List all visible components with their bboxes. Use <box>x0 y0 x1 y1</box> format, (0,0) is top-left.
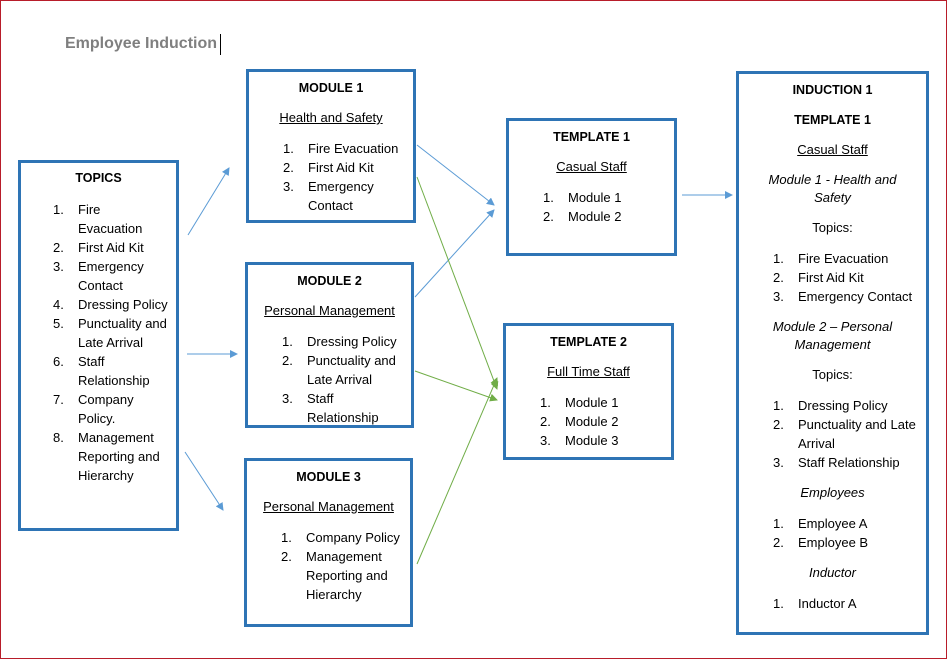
list-item: 1.Dressing Policy <box>282 334 397 349</box>
module2-subtitle: Personal Management <box>264 303 395 318</box>
list-item: 1.Fire Evacuation <box>773 251 889 266</box>
template2-list: 1.Module 1 2.Module 2 3.Module 3 <box>540 393 665 450</box>
arrow-topics-to-module1 <box>187 167 230 236</box>
arrow-module2-to-template1 <box>414 209 495 298</box>
list-item: 1.Fire Evacuation <box>53 202 143 236</box>
induction1-inductors-list: 1.Inductor A <box>773 594 918 613</box>
induction1-module1-list: 1.Fire Evacuation 2.First Aid Kit 3.Emer… <box>773 249 918 306</box>
module3-subtitle: Personal Management <box>263 499 394 514</box>
module1-subtitle: Health and Safety <box>279 110 383 125</box>
list-item: 3.Staff Relationship <box>282 391 379 425</box>
topics-list: 1.Fire Evacuation 2.First Aid Kit 3.Emer… <box>53 200 168 485</box>
list-item: 2.Module 2 <box>543 209 622 224</box>
list-item: 1.Fire Evacuation <box>283 141 399 156</box>
document-title: Employee Induction <box>65 35 218 52</box>
list-item: 6.Staff Relationship <box>53 354 150 388</box>
template1-box: TEMPLATE 1 Casual Staff 1.Module 1 2.Mod… <box>506 118 677 256</box>
list-item: 3.Emergency Contact <box>283 179 374 213</box>
induction1-employees-list: 1.Employee A 2.Employee B <box>773 514 918 552</box>
induction1-box: INDUCTION 1 TEMPLATE 1 Casual Staff Modu… <box>736 71 929 635</box>
template1-list: 1.Module 1 2.Module 2 <box>543 188 668 226</box>
list-item: 1.Inductor A <box>773 596 857 611</box>
induction1-topics-label-1: Topics: <box>812 220 853 235</box>
list-item: 2.Punctuality and Late Arrival <box>282 353 396 387</box>
list-item: 3.Emergency Contact <box>773 289 913 304</box>
list-item: 4.Dressing Policy <box>53 297 168 312</box>
module2-list: 1.Dressing Policy 2.Punctuality and Late… <box>282 332 405 425</box>
list-item: 1.Dressing Policy <box>773 398 888 413</box>
module1-list: 1.Fire Evacuation 2.First Aid Kit 3.Emer… <box>283 139 407 215</box>
arrow-topics-to-module3 <box>184 451 224 511</box>
list-item: 8.Management Reporting and Hierarchy <box>53 430 160 483</box>
template2-box: TEMPLATE 2 Full Time Staff 1.Module 1 2.… <box>503 323 674 460</box>
arrow-module2-to-template2 <box>414 370 498 402</box>
induction1-heading: INDUCTION 1 <box>792 83 873 97</box>
list-item: 1.Employee A <box>773 516 868 531</box>
module1-box: MODULE 1 Health and Safety 1.Fire Evacua… <box>246 69 416 223</box>
list-item: 1.Company Policy <box>281 530 400 545</box>
list-item: 2.Module 2 <box>540 414 619 429</box>
arrow-module3-to-template2 <box>416 377 498 565</box>
list-item: 2.Management Reporting and Hierarchy <box>281 549 388 602</box>
list-item: 3.Module 3 <box>540 433 619 448</box>
module3-box: MODULE 3 Personal Management 1.Company P… <box>244 458 413 627</box>
module1-heading: MODULE 1 <box>298 81 364 95</box>
induction1-inductor-label: Inductor <box>809 565 856 580</box>
topics-heading: TOPICS <box>75 171 122 185</box>
arrow-module1-to-template2 <box>416 176 499 390</box>
module2-box: MODULE 2 Personal Management 1.Dressing … <box>245 262 414 428</box>
list-item: 1.Module 1 <box>543 190 622 205</box>
induction1-template-heading: TEMPLATE 1 <box>794 113 871 127</box>
template2-heading: TEMPLATE 2 <box>550 335 627 349</box>
list-item: 2.First Aid Kit <box>283 160 374 175</box>
template1-subtitle: Casual Staff <box>556 159 627 174</box>
list-item: 3.Staff Relationship <box>773 455 900 470</box>
induction1-module1-label: Module 1 - Health and Safety <box>768 172 897 205</box>
list-item: 2.Employee B <box>773 535 869 550</box>
list-item: 5.Punctuality and Late Arrival <box>53 316 167 350</box>
text-cursor <box>220 34 221 55</box>
arrow-module1-to-template1 <box>416 144 495 206</box>
list-item: 7.Company Policy. <box>53 392 134 426</box>
template2-subtitle: Full Time Staff <box>547 364 630 379</box>
module2-heading: MODULE 2 <box>297 274 362 288</box>
list-item: 1.Module 1 <box>540 395 619 410</box>
list-item: 2.Punctuality and Late Arrival <box>773 417 916 451</box>
induction1-employees-label: Employees <box>800 485 865 500</box>
induction1-topics-label-2: Topics: <box>812 367 853 382</box>
module3-heading: MODULE 3 <box>296 470 361 484</box>
list-item: 2.First Aid Kit <box>773 270 864 285</box>
induction1-module2-label: Module 2 – Personal Management <box>772 319 893 352</box>
list-item: 2.First Aid Kit <box>53 240 144 255</box>
list-item: 3.Emergency Contact <box>53 259 144 293</box>
module3-list: 1.Company Policy 2.Management Reporting … <box>281 528 404 604</box>
template1-heading: TEMPLATE 1 <box>553 130 630 144</box>
induction1-subtitle: Casual Staff <box>797 142 868 157</box>
induction1-module2-list: 1.Dressing Policy 2.Punctuality and Late… <box>773 396 918 472</box>
topics-box: TOPICS 1.Fire Evacuation 2.First Aid Kit… <box>18 160 179 531</box>
